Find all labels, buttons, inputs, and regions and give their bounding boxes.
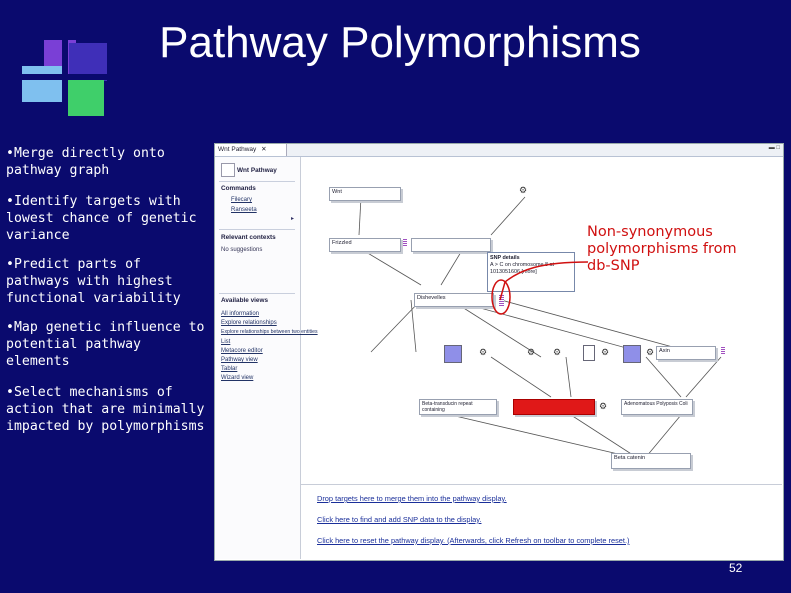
no-suggestions-label: No suggestions	[221, 247, 263, 253]
command-item[interactable]: Ranseeta	[231, 207, 257, 213]
document-icon	[221, 163, 235, 177]
bullet-item: •Merge directly onto pathway graph	[6, 146, 165, 178]
gear-icon: ⚙	[646, 347, 655, 357]
view-item[interactable]: Explore relationships	[221, 320, 277, 326]
bullet-item: •Identify targets with lowest chance of …	[6, 194, 197, 243]
node-apc[interactable]: Adenomatous Polyposis Coli	[621, 399, 693, 415]
view-item[interactable]: List	[221, 339, 231, 345]
chevron-right-icon[interactable]: ▸	[291, 216, 295, 222]
node-protein[interactable]	[411, 238, 491, 252]
gear-icon: ⚙	[599, 401, 608, 411]
gear-icon: ⚙	[601, 347, 610, 357]
bullet-item: •Map genetic influence to potential path…	[6, 320, 205, 369]
node-frizzled[interactable]: Frizzled	[329, 238, 401, 252]
window-controls[interactable]: ▬ □	[768, 145, 780, 151]
sidebar: Wnt Pathway Commands Filecary Ranseeta ▸…	[215, 157, 318, 559]
drop-targets-link[interactable]: Drop targets here to merge them into the…	[317, 494, 507, 503]
snp-line: A > C on chromosome 8 at	[490, 262, 554, 268]
view-item[interactable]: Tablar	[221, 366, 238, 372]
molecule-square	[623, 345, 641, 363]
decorative-logo	[14, 38, 109, 123]
action-links-panel: Drop targets here to merge them into the…	[301, 484, 782, 560]
tab-wnt-pathway[interactable]: Wnt Pathway ✕	[215, 144, 287, 156]
polymorphism-marker	[721, 347, 725, 355]
snp-title: SNP details	[490, 255, 520, 261]
sidebar-heading: Wnt Pathway	[237, 167, 277, 174]
page-number: 52	[729, 561, 743, 575]
tab-bar: Wnt Pathway ✕ ▬ □	[215, 144, 783, 157]
view-item[interactable]: Wizard view	[221, 375, 254, 381]
close-icon[interactable]: ✕	[261, 146, 267, 153]
divider	[219, 229, 295, 230]
bullet-item: •Predict parts of pathways with highest …	[6, 257, 181, 306]
graph-edges	[358, 196, 722, 458]
view-item[interactable]: Metacore editor	[221, 348, 263, 354]
polymorphism-marker	[403, 239, 407, 247]
snp-details-popup: SNP details A > C on chromosome 8 at 101…	[487, 252, 575, 292]
node-beta-catenin[interactable]: Beta catenin	[611, 453, 691, 469]
bullet-list: •Merge directly onto pathway graph •Iden…	[6, 145, 211, 449]
gear-icon: ⚙	[519, 185, 528, 195]
slide-title: Pathway Polymorphisms	[159, 18, 641, 67]
divider	[219, 181, 295, 182]
gear-icon: ⚙	[527, 347, 536, 357]
contexts-heading: Relevant contexts	[221, 234, 276, 241]
reset-display-link[interactable]: Click here to reset the pathway display.…	[317, 536, 630, 545]
pathway-graph[interactable]: Wnt ⚙ Frizzled SNP details A > C on chro…	[301, 157, 782, 482]
polymorphism-marker	[499, 295, 504, 307]
gear-icon: ⚙	[479, 347, 488, 357]
node-highlighted[interactable]	[513, 399, 595, 415]
molecule-square	[444, 345, 462, 363]
pathway-app-window: Wnt Pathway ✕ ▬ □ Wnt Pathway Commands F…	[214, 143, 784, 561]
view-item[interactable]: Explore relationships between two entiti…	[221, 329, 318, 335]
tab-label: Wnt Pathway	[218, 146, 257, 153]
divider	[219, 293, 295, 294]
add-snp-link[interactable]: Click here to find and add SNP data to t…	[317, 515, 482, 524]
snp-line: 1013051606 [more]	[490, 269, 537, 275]
molecule-square	[583, 345, 595, 361]
node-wnt[interactable]: Wnt	[329, 187, 401, 201]
view-item[interactable]: Pathway view	[221, 357, 258, 363]
view-item[interactable]: All information	[221, 311, 260, 317]
command-item[interactable]: Filecary	[231, 197, 253, 203]
gear-icon: ⚙	[553, 347, 562, 357]
commands-heading: Commands	[221, 185, 256, 192]
node-axin[interactable]: Axin	[656, 346, 716, 360]
node-dishevelled[interactable]: Dishevelles	[414, 293, 494, 307]
node-beta-transducin[interactable]: Beta-transducin repeat containing	[419, 399, 497, 415]
callout-text: Non-synonymous polymorphisms from db-SNP	[587, 224, 737, 274]
views-heading: Available views	[221, 297, 269, 304]
bullet-item: •Select mechanisms of action that are mi…	[6, 385, 205, 434]
